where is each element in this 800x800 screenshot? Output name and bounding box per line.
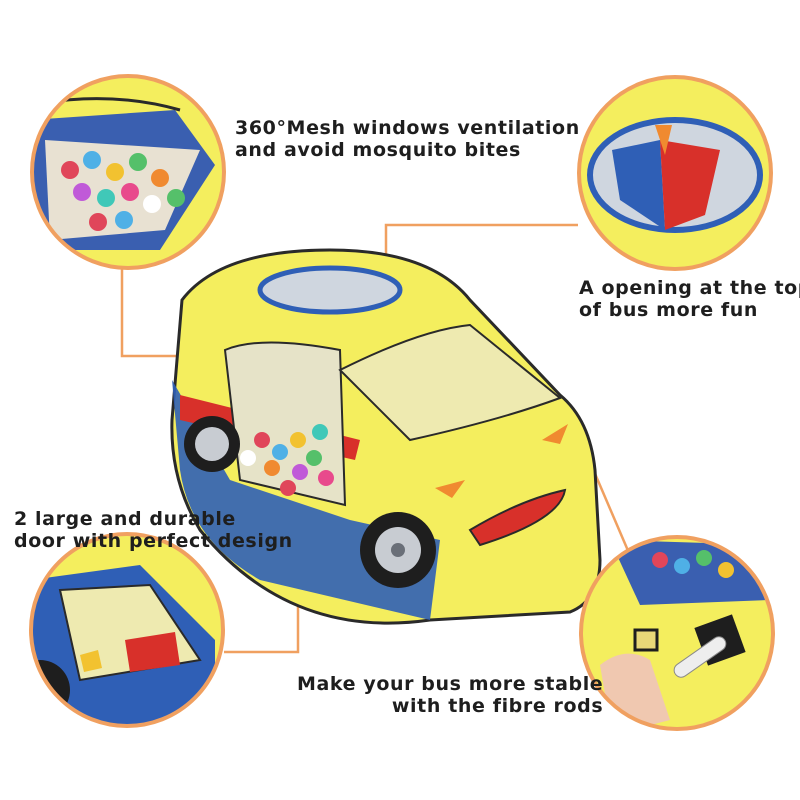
caption-doors-line1: 2 large and durable [14, 508, 236, 530]
caption-fibre-rods-line1: Make your bus more stable [297, 673, 604, 695]
caption-top-opening: A opening at the top of bus more fun [579, 277, 800, 321]
detail-photo-mesh-window [30, 74, 226, 270]
caption-mesh-windows-line2: and avoid mosquito bites [235, 139, 521, 161]
wheel-rear [184, 416, 240, 472]
detail-photo-fibre-rods [579, 535, 775, 731]
caption-mesh-windows-line1: 360°Mesh windows ventilation [235, 117, 580, 139]
detail-photo-top-opening [577, 75, 773, 271]
caption-top-opening-line1: A opening at the top [579, 277, 800, 299]
caption-fibre-rods-line2: with the fibre rods [391, 695, 604, 717]
caption-fibre-rods: Make your bus more stable with the fibre… [297, 673, 603, 717]
detail-photo-door [29, 532, 225, 728]
car-tent [170, 248, 602, 625]
caption-top-opening-line2: of bus more fun [579, 299, 759, 321]
wheel-front [360, 512, 436, 588]
caption-doors: 2 large and durable door with perfect de… [14, 508, 293, 552]
caption-mesh-windows: 360°Mesh windows ventilation and avoid m… [235, 117, 580, 161]
play-balls [240, 424, 334, 496]
caption-doors-line2: door with perfect design [14, 530, 293, 552]
